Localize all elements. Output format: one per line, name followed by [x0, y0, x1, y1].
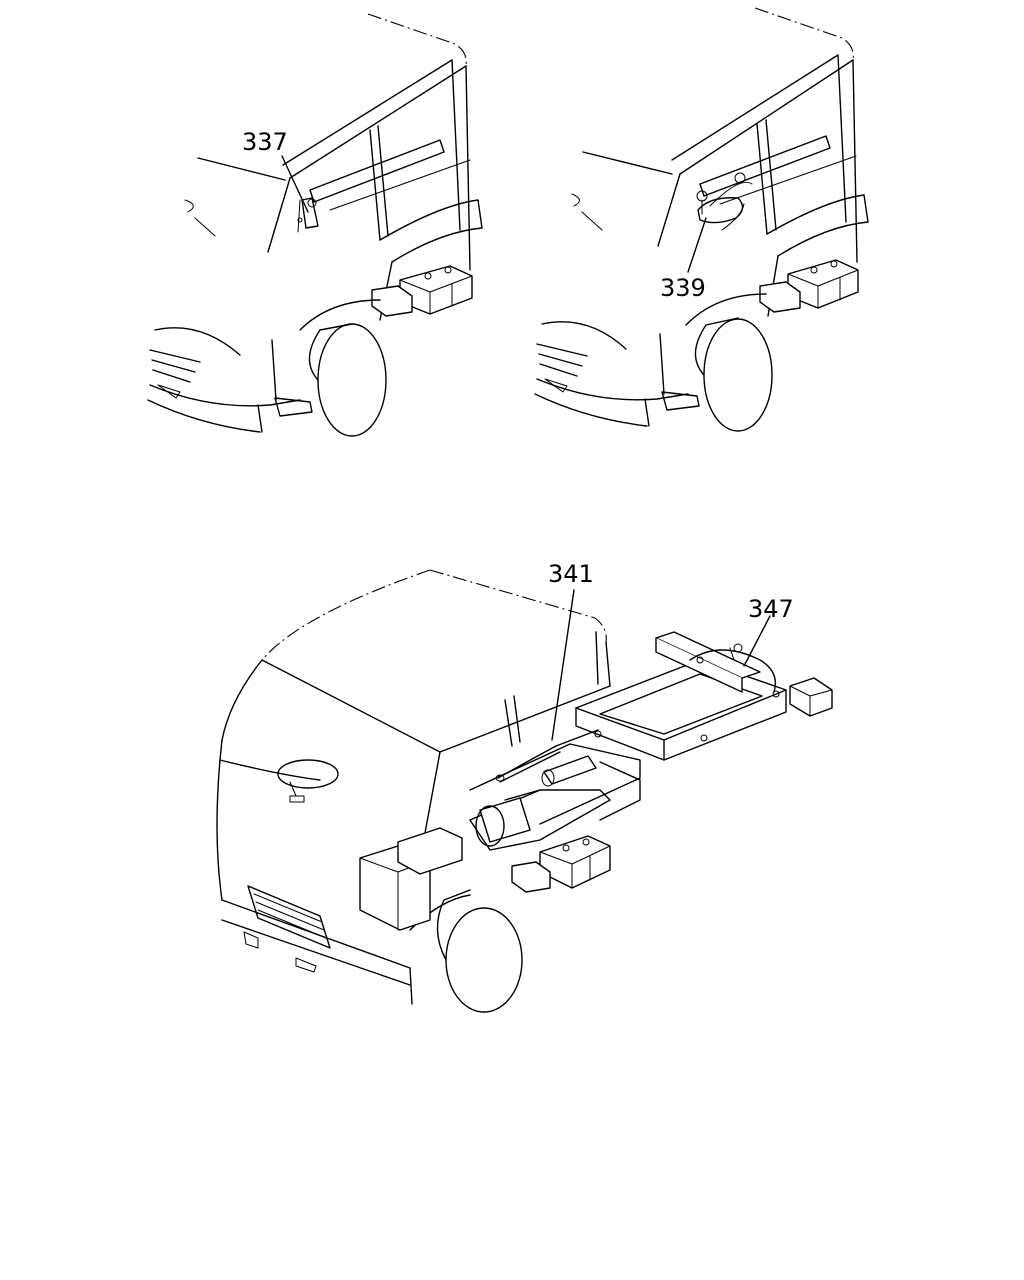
truck-chassis-view: 341 347 [216, 560, 833, 1013]
callout-339: 339 [660, 274, 706, 302]
callout-347: 347 [748, 595, 794, 623]
truck-cab-view-337: 337 [147, 13, 483, 437]
truck-cab-view-339: 339 [534, 7, 869, 432]
callout-341: 341 [548, 560, 594, 588]
callout-337: 337 [242, 128, 288, 156]
